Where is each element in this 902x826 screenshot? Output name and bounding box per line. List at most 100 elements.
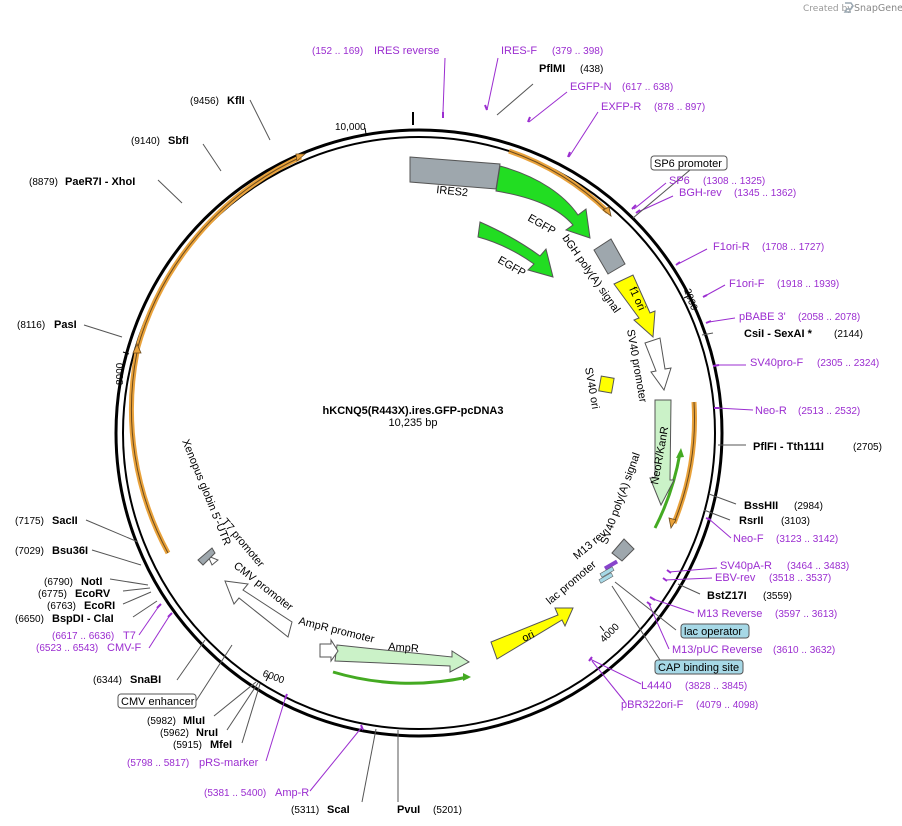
feature-bgh-polya — [593, 238, 626, 275]
backbone-inner — [122, 136, 716, 730]
site-bspdi-clai: BspDI - ClaI — [52, 613, 114, 625]
site-bstz17i-pos: (3559) — [763, 591, 792, 602]
site-ecori-pos: (6763) — [47, 601, 76, 612]
primer-m13-puc-reverse-range: (3610 .. 3632) — [773, 645, 835, 656]
primer-ebv-rev-range: (3518 .. 3537) — [769, 573, 831, 584]
site-ecori: EcoRI — [84, 600, 115, 612]
svg-text:lac operator: lac operator — [684, 626, 742, 638]
site-ecorv: EcoRV — [75, 588, 111, 600]
site-rsrii: RsrII — [739, 515, 763, 527]
feature-f1-ori — [613, 274, 656, 339]
feature-ori-label: ori — [520, 629, 536, 645]
primer-l4440: L4440 — [641, 680, 672, 692]
primer-exfp-r: EXFP-R — [601, 101, 641, 113]
site-mfei: MfeI — [210, 739, 232, 751]
site-bsshii-pos: (2984) — [794, 501, 823, 512]
primer-pbr322ori-f-range: (4079 .. 4098) — [696, 700, 758, 711]
site-kfli-pos: (9456) — [190, 96, 219, 107]
feature-ampr — [334, 644, 470, 673]
feature-sv40-ori-label: SV40 ori — [582, 366, 601, 410]
primer-ires-reverse: IRES reverse — [374, 45, 439, 57]
site-scai: ScaI — [327, 804, 350, 816]
feature-ori — [490, 607, 574, 660]
orf-green-amp — [332, 670, 469, 685]
site-rsrii-pos: (3103) — [781, 516, 810, 527]
primer-neo-r: Neo-R — [755, 405, 787, 417]
primer-prs-marker: pRS-marker — [199, 757, 259, 769]
site-noti-pos: (6790) — [44, 577, 73, 588]
feature-egfp-1 — [495, 165, 591, 239]
feature-neor — [649, 399, 675, 507]
primer-m13-puc-reverse: M13/pUC Reverse — [672, 644, 762, 656]
svg-text:CMV enhancer: CMV enhancer — [121, 696, 195, 708]
site-paer7i-xhoi-pos: (8879) — [29, 177, 58, 188]
box-lac-operator: lac operator — [680, 623, 750, 639]
feature-egfp-2-label: EGFP — [496, 254, 528, 279]
primer-pbr322ori-f: pBR322ori-F — [621, 699, 684, 711]
primer-pbabe3-range: (2058 .. 2078) — [798, 312, 860, 323]
primer-m13-reverse: M13 Reverse — [697, 608, 762, 620]
primer-m13-reverse-range: (3597 .. 3613) — [775, 609, 837, 620]
primer-cmv-f: CMV-F — [107, 642, 142, 654]
plasmid-length: 10,235 bp — [389, 417, 438, 429]
site-csii-sexai: CsiI - SexAI * — [744, 328, 813, 340]
primer-neo-r-range: (2513 .. 2532) — [798, 406, 860, 417]
site-pflmi-pos: (438) — [580, 64, 603, 75]
tick-8000: 8000 — [115, 362, 126, 385]
site-sacii-pos: (7175) — [15, 516, 44, 527]
box-cap-binding-site: CAP binding site — [654, 659, 744, 675]
site-ecorv-pos: (6775) — [38, 589, 67, 600]
tick-10000: 10,000 — [335, 122, 366, 133]
site-snabi: SnaBI — [130, 674, 161, 686]
primer-f1ori-r: F1ori-R — [713, 241, 750, 253]
plasmid-name: hKCNQ5(R443X).ires.GFP-pcDNA3 — [323, 405, 504, 417]
site-pflfi-tth111i: PflFI - Tth111I — [753, 441, 824, 453]
site-sbfi: SbfI — [168, 135, 189, 147]
site-pasi: PasI — [54, 319, 77, 331]
site-pvui: PvuI — [397, 804, 420, 816]
primer-cmv-f-range: (6523 .. 6543) — [36, 643, 98, 654]
feature-sv40-polya — [611, 538, 635, 562]
primer-sv40pa-r: SV40pA-R — [720, 560, 772, 572]
site-kfli: KflI — [227, 95, 245, 107]
feature-sv40-promoter-label: SV40 promoter — [624, 328, 649, 403]
site-mlui-pos: (5982) — [147, 716, 176, 727]
feature-egfp-1-label: EGFP — [526, 212, 558, 237]
primer-sp6-range: (1308 .. 1325) — [703, 176, 765, 187]
svg-text:CAP binding site: CAP binding site — [658, 662, 739, 674]
primer-neo-f-range: (3123 .. 3142) — [776, 534, 838, 545]
feature-cmv-promoter — [224, 580, 293, 638]
feature-t7-promoter — [207, 555, 219, 566]
site-mlui: MluI — [183, 715, 205, 727]
primer-egfp-n: EGFP-N — [570, 81, 612, 93]
primer-amp-r-range: (5381 .. 5400) — [204, 788, 266, 799]
feature-ires2 — [409, 156, 501, 190]
primer-ires-f: IRES-F — [501, 45, 537, 57]
feature-cap-mark — [598, 572, 614, 584]
feature-ires2-label: IRES2 — [436, 184, 469, 199]
primer-ires-f-range: (379 .. 398) — [552, 46, 603, 57]
primer-prs-marker-range: (5798 .. 5817) — [127, 758, 189, 769]
primer-l4440-range: (3828 .. 3845) — [685, 681, 747, 692]
primer-f1ori-r-range: (1708 .. 1727) — [762, 242, 824, 253]
feature-xenopus-globin-label: Xenopus globin 5'-UTR — [179, 438, 233, 548]
feature-ampr-promoter — [319, 638, 339, 663]
primer-f1ori-f: F1ori-F — [729, 278, 765, 290]
primer-egfp-n-range: (617 .. 638) — [622, 82, 673, 93]
site-noti: NotI — [81, 576, 102, 588]
primer-f1ori-f-range: (1918 .. 1939) — [777, 279, 839, 290]
primer-sv40pro-f: SV40pro-F — [750, 357, 803, 369]
primer-sp6: SP6 — [669, 175, 690, 187]
primer-t7: T7 — [123, 630, 136, 642]
site-paer7i-xhoi: PaeR7I - XhoI — [65, 176, 135, 188]
site-csii-sexai-pos: (2144) — [834, 329, 863, 340]
box-cmv-enhancer: CMV enhancer — [117, 693, 197, 709]
created-by-text: Created by — [803, 4, 853, 14]
primer-sv40pro-f-range: (2305 .. 2324) — [817, 358, 879, 369]
box-sp6-promoter: SP6 promoter — [650, 155, 728, 171]
primer-pbabe3: pBABE 3' — [739, 311, 786, 323]
site-pflmi: PflMI — [539, 63, 565, 75]
tick-4000: 4000 — [598, 621, 622, 645]
feature-sv40-ori — [598, 375, 615, 394]
